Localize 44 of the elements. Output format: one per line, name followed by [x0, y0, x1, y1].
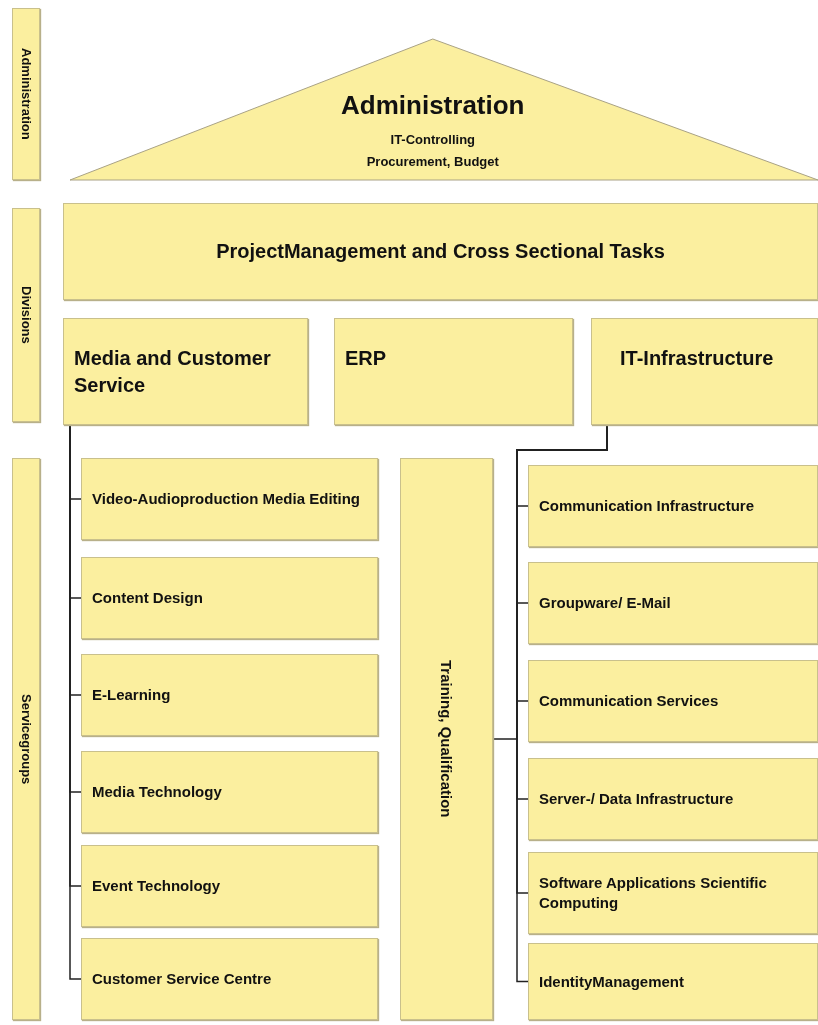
- box-label: Content Design: [92, 588, 203, 608]
- service-box: [81, 938, 378, 1020]
- service-box: [400, 458, 493, 1020]
- box-label: E-Learning: [92, 685, 171, 705]
- division-box: [334, 318, 573, 425]
- service-box: [528, 852, 818, 934]
- roof-subtitle: IT-Controlling: [389, 132, 476, 147]
- division-box: [63, 203, 818, 300]
- section-label: [12, 458, 40, 1020]
- box-label: Server-/ Data Infrastructure: [539, 789, 734, 809]
- box-label: IdentityManagement: [539, 971, 685, 992]
- service-box: [528, 660, 818, 742]
- section-label: [12, 208, 40, 422]
- box-label: Media Technology: [92, 782, 222, 802]
- box-label: Media and Customer Service: [74, 346, 272, 398]
- band-label: Divisions: [18, 286, 34, 344]
- service-box: [81, 751, 378, 833]
- box-label: IT-Infrastructure: [620, 346, 774, 371]
- box-label: Software Applications Scientific Computing: [539, 873, 768, 913]
- division-box: [63, 318, 308, 425]
- box-label: ERP: [345, 346, 387, 371]
- service-box: [528, 562, 818, 644]
- box-label: Groupware/ E-Mail: [539, 593, 671, 613]
- service-box: [528, 758, 818, 840]
- box-label: Event Technology: [92, 876, 221, 896]
- box-label: Communication Services: [539, 691, 719, 711]
- service-box: [81, 458, 378, 540]
- service-box: [528, 943, 818, 1020]
- service-box: [81, 654, 378, 736]
- roof-triangle: [70, 38, 818, 182]
- box-label: Communication Infrastructure: [539, 496, 755, 516]
- band-label: Administration: [18, 48, 34, 140]
- box-label: ProjectManagement and Cross Sectional Tasks: [216, 240, 665, 263]
- roof-title: Administration: [340, 90, 526, 121]
- roof-subtitle: Procurement, Budget: [365, 154, 500, 169]
- box-label: Video-Audioproduction Media Editing: [92, 489, 361, 509]
- service-box: [81, 845, 378, 927]
- service-box: [81, 557, 378, 639]
- box-label: Customer Service Centre: [92, 969, 272, 989]
- division-box: [591, 318, 818, 425]
- band-label: Servicegroups: [18, 693, 34, 785]
- service-box: [528, 465, 818, 547]
- section-label: [12, 8, 40, 180]
- box-label: Training, Qualification: [438, 660, 455, 818]
